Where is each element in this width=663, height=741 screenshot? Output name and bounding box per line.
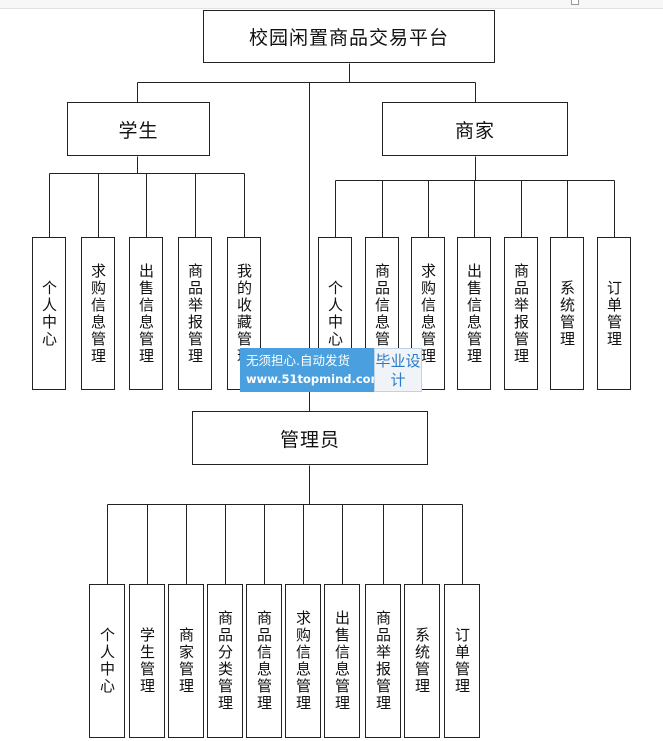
admin-child-node: 商品分类管理	[207, 584, 243, 738]
root-node: 校园闲置商品交易平台	[203, 10, 495, 63]
student-child-node: 个人中心	[32, 237, 66, 390]
admin-child-node: 个人中心	[89, 584, 125, 738]
merchant-node: 商家	[382, 102, 568, 156]
admin-child-node: 系统管理	[404, 584, 440, 738]
watermark-slogan: 无须担心.自动发货	[246, 353, 350, 368]
admin-child-node: 商家管理	[168, 584, 204, 738]
child-label: 商家管理	[177, 627, 195, 695]
merchant-child-node: 系统管理	[550, 237, 584, 390]
child-label: 个人中心	[326, 279, 344, 348]
watermark-url: www.51topmind.com	[246, 372, 383, 386]
admin-child-node: 学生管理	[129, 584, 165, 738]
window-top-strip	[0, 0, 663, 9]
child-label: 出售信息管理	[333, 610, 351, 712]
child-label: 商品举报管理	[374, 610, 392, 712]
merchant-child-node: 订单管理	[597, 237, 631, 390]
child-label: 系统管理	[413, 627, 431, 695]
merchant-label: 商家	[454, 119, 495, 142]
student-child-node: 求购信息管理	[81, 237, 115, 390]
student-child-node: 商品举报管理	[178, 237, 212, 390]
child-label: 学生管理	[138, 627, 156, 695]
child-label: 个人中心	[98, 627, 116, 695]
child-label: 商品举报管理	[186, 262, 204, 365]
child-label: 出售信息管理	[137, 262, 155, 365]
child-label: 求购信息管理	[419, 262, 437, 365]
child-label: 系统管理	[558, 279, 576, 348]
admin-node: 管理员	[192, 411, 428, 465]
child-label: 商品分类管理	[216, 610, 234, 712]
admin-child-node: 订单管理	[444, 584, 480, 738]
student-child-node: 出售信息管理	[129, 237, 163, 390]
child-label: 求购信息管理	[294, 610, 312, 712]
admin-child-node: 出售信息管理	[324, 584, 360, 738]
child-label: 商品信息管理	[255, 610, 273, 712]
student-node: 学生	[67, 102, 210, 156]
watermark-badge: 毕业设计	[374, 348, 422, 392]
merchant-child-node: 出售信息管理	[457, 237, 491, 390]
admin-child-node: 商品举报管理	[365, 584, 401, 738]
child-label: 我的收藏管理	[235, 262, 253, 365]
admin-child-node: 求购信息管理	[285, 584, 321, 738]
admin-label: 管理员	[279, 428, 340, 451]
child-label: 商品信息管理	[373, 262, 391, 365]
child-label: 商品举报管理	[512, 262, 530, 365]
watermark-banner[interactable]: 无须担心.自动发货 www.51topmind.com 毕业设计	[240, 348, 422, 392]
merchant-child-node: 商品举报管理	[504, 237, 538, 390]
child-label: 个人中心	[40, 279, 58, 348]
root-label: 校园闲置商品交易平台	[248, 27, 449, 49]
child-label: 订单管理	[605, 279, 623, 348]
watermark-text-block: 无须担心.自动发货 www.51topmind.com	[240, 348, 383, 392]
scroll-marker-icon	[571, 0, 579, 5]
child-label: 出售信息管理	[465, 262, 483, 365]
child-label: 求购信息管理	[89, 262, 107, 365]
child-label: 订单管理	[453, 627, 471, 695]
admin-child-node: 商品信息管理	[246, 584, 282, 738]
student-label: 学生	[118, 119, 159, 142]
